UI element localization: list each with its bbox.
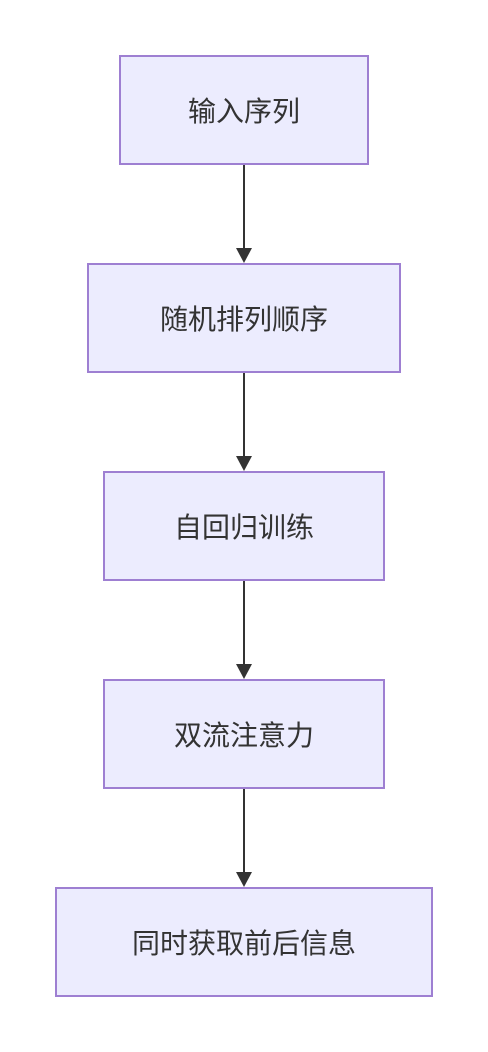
edge-n1-n2 xyxy=(236,165,252,263)
edge-n3-n4 xyxy=(236,581,252,679)
node-bidirectional-context: 同时获取前后信息 xyxy=(55,887,433,997)
node-input-sequence: 输入序列 xyxy=(119,55,369,165)
node-autoregressive-training: 自回归训练 xyxy=(103,471,385,581)
edge-n2-n3 xyxy=(236,373,252,471)
node-label: 自回归训练 xyxy=(173,511,314,544)
node-random-permutation: 随机排列顺序 xyxy=(87,263,401,373)
node-label: 同时获取前后信息 xyxy=(131,927,356,960)
edge-n4-n5 xyxy=(236,789,252,887)
node-label: 双流注意力 xyxy=(173,719,314,752)
node-two-stream-attention: 双流注意力 xyxy=(103,679,385,789)
node-label: 随机排列顺序 xyxy=(159,303,328,336)
node-label: 输入序列 xyxy=(187,95,300,128)
